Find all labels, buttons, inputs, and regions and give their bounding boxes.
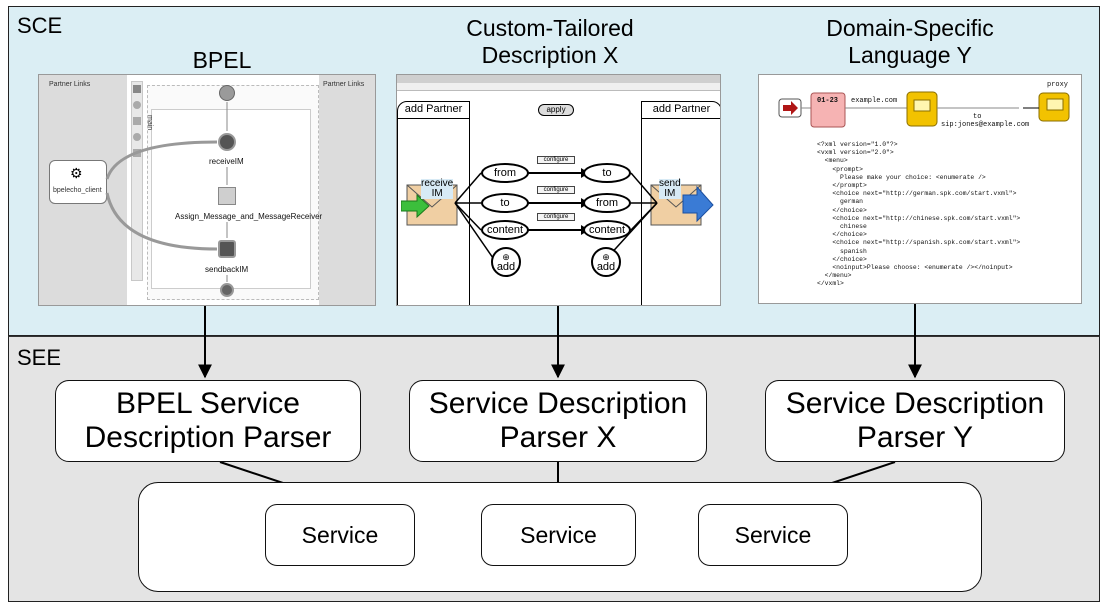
column-title-dsl: Domain-Specific Language Y [826, 15, 994, 68]
sip-label: sip:jones@example.com [941, 121, 1030, 129]
configure-button[interactable]: configure [537, 213, 575, 221]
code-line: </choice> [817, 231, 867, 239]
field-from-right[interactable]: from [583, 193, 631, 213]
code-line: chinese [817, 223, 867, 231]
vxml-code-block: <?xml version="1.0"?><vxml version="2.0"… [817, 141, 1020, 289]
code-line: <choice next="http://german.spk.com/star… [817, 190, 1017, 198]
send-label: sendbackIM [205, 265, 249, 274]
code-line: <choice next="http://chinese.spk.com/sta… [817, 214, 1021, 222]
time-label: 01-23 [817, 97, 839, 105]
service-box: Service [698, 504, 848, 566]
code-line: <choice next="http://spanish.spk.com/sta… [817, 239, 1021, 247]
see-label: SEE [17, 345, 62, 370]
plus-icon: ⊕ [602, 252, 610, 262]
code-line: </menu> [817, 272, 852, 280]
assign-node [218, 187, 236, 205]
send-node [218, 240, 236, 258]
dsl-call-flow [778, 91, 1070, 128]
sce-label: SCE [17, 13, 63, 38]
code-line: </prompt> [817, 182, 867, 190]
browser-titlebar [397, 75, 720, 83]
partner-links-right-pane [319, 75, 375, 305]
domain-label: example.com [851, 97, 898, 105]
field-content-right[interactable]: content [583, 220, 631, 240]
partner-links-right-label: Partner Links [323, 81, 365, 88]
plus-icon: ⊕ [502, 252, 510, 262]
field-to-right[interactable]: to [583, 163, 631, 183]
service-box: Service [265, 504, 415, 566]
code-line: <?xml version="1.0"?> [817, 141, 898, 148]
palette-icon [133, 101, 141, 109]
service-box: Service [481, 504, 636, 566]
apply-button[interactable]: apply [538, 104, 574, 116]
configure-button[interactable]: configure [537, 156, 575, 164]
palette-icon [133, 85, 141, 93]
field-to-left[interactable]: to [481, 193, 529, 213]
column-title-bpel: BPEL [192, 47, 252, 73]
bpel-flow-lines [105, 102, 228, 282]
code-line: spanish [817, 247, 867, 255]
code-line: <prompt> [817, 165, 864, 173]
receive-label: receiveIM [209, 157, 244, 166]
code-line: Please make your choice: <enumerate /> [817, 173, 986, 181]
bpel-editor-screenshot: Partner Links Partner Links main ⚙ bpele… [38, 74, 376, 306]
code-line: <menu> [817, 157, 848, 165]
configure-button[interactable]: configure [537, 186, 575, 194]
add-left-button[interactable]: ⊕add [491, 247, 521, 277]
bpelecho-client-node [49, 160, 107, 204]
client-label: bpelecho_client [53, 187, 102, 194]
code-line: </vxml> [817, 280, 844, 288]
code-line: <noinput>Please choose: <enumerate /></n… [817, 264, 1013, 272]
to-label: to [973, 113, 982, 121]
receive-node [218, 133, 236, 151]
add-partner-left-button[interactable]: add Partner [397, 101, 470, 119]
code-line: <vxml version="2.0"> [817, 149, 894, 157]
palette-icon [133, 133, 141, 141]
start-node [219, 85, 235, 101]
end-node [220, 283, 234, 297]
dsl-screenshot: 01-23 example.com to sip:jones@example.c… [758, 74, 1082, 304]
column-title-custom: Custom-Tailored Description X [466, 15, 634, 68]
palette-icon [133, 117, 141, 125]
code-line: german [817, 198, 864, 206]
gear-icon: ⚙ [70, 165, 83, 181]
add-partner-right-button[interactable]: add Partner [641, 101, 720, 119]
proxy-label: proxy [1047, 81, 1069, 89]
add-right-button[interactable]: ⊕add [591, 247, 621, 277]
code-line: </choice> [817, 255, 867, 263]
browser-address-bar [397, 83, 720, 91]
field-content-left[interactable]: content [481, 220, 529, 240]
partner-links-left-label: Partner Links [49, 81, 91, 88]
code-line: </choice> [817, 206, 867, 214]
field-from-left[interactable]: from [481, 163, 529, 183]
assign-label: Assign_Message_and_MessageReceiver [175, 212, 323, 221]
